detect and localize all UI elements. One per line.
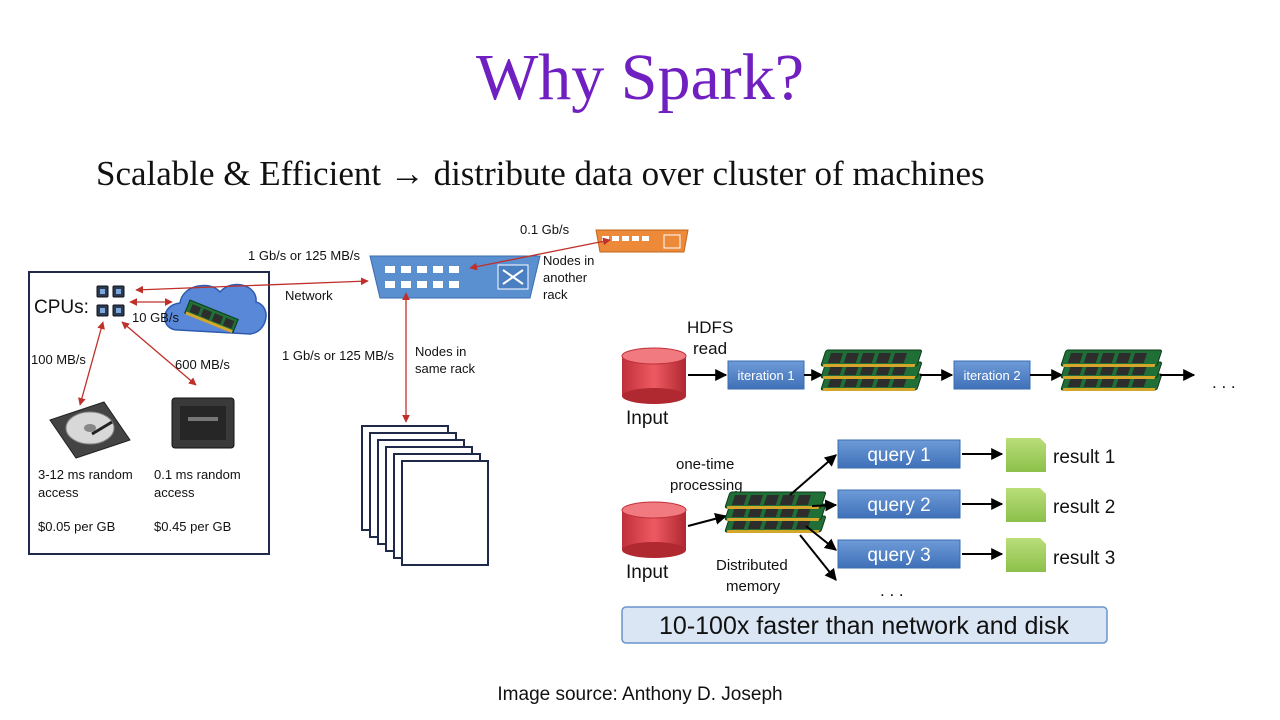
onetime-line1: one-time	[676, 456, 734, 473]
memory-stack-icon	[1060, 350, 1162, 391]
query-dots: . . .	[880, 581, 904, 600]
slide-title: Why Spark?	[475, 41, 805, 114]
ram-bandwidth-label: 10 GB/s	[132, 310, 179, 325]
memory-cloud-icon	[164, 283, 267, 335]
hdfs-line2: read	[693, 339, 727, 358]
hdd-cost: $0.05 per GB	[38, 519, 115, 534]
cpu-ssd-link	[121, 321, 197, 386]
input-label-bottom: Input	[626, 562, 669, 583]
cpus-label: CPUs:	[34, 297, 89, 318]
rack-link-label: 0.1 Gb/s	[520, 222, 570, 237]
other-rack-switch-icon	[595, 229, 689, 253]
hard-disk-icon	[49, 401, 131, 459]
node-box	[28, 271, 270, 555]
node-link-label: 1 Gb/s or 125 MB/s	[248, 248, 360, 263]
ssd-desc-line1: 0.1 ms random	[154, 467, 241, 482]
other-rack-line2: another	[543, 270, 588, 285]
hdd-bandwidth-label: 100 MB/s	[31, 352, 86, 367]
result-3-label: result 3	[1053, 548, 1115, 569]
result-1-icon	[1006, 438, 1046, 472]
ssd-bandwidth-label: 600 MB/s	[175, 357, 230, 372]
input-cylinder-icon	[621, 501, 687, 558]
rack-nodes-stack	[361, 425, 489, 566]
query-2-box: query 2	[867, 495, 930, 516]
input-cylinder-icon	[621, 347, 687, 404]
cpu-chips-icon	[96, 285, 125, 317]
speedup-callout	[621, 606, 1108, 644]
input-label-top: Input	[626, 408, 669, 429]
network-switch-icon	[369, 255, 541, 299]
pipeline-dots: . . .	[1212, 373, 1236, 392]
memory-stack-icon	[724, 492, 826, 533]
iteration-1-box: iteration 1	[737, 368, 794, 383]
query-1-box: query 1	[867, 445, 930, 466]
ssd-icon	[171, 397, 235, 449]
slide-subtitle: Scalable & Efficient → distribute data o…	[96, 154, 985, 193]
ssd-cost: $0.45 per GB	[154, 519, 231, 534]
hdfs-line1: HDFS	[687, 318, 733, 337]
cpu-hdd-link	[78, 321, 105, 406]
rack-rack-link	[469, 237, 611, 271]
same-link-label: 1 Gb/s or 125 MB/s	[282, 348, 394, 363]
result-2-icon	[1006, 488, 1046, 522]
hdd-desc-line1: 3-12 ms random	[38, 467, 133, 482]
node-switch-link	[135, 277, 369, 294]
memory-stack-icon	[820, 350, 922, 391]
distributed-line1: Distributed	[716, 557, 788, 574]
speedup-callout-text: 10-100x faster than network and disk	[659, 612, 1069, 640]
iteration-2-box: iteration 2	[963, 368, 1020, 383]
result-2-label: result 2	[1053, 497, 1115, 518]
result-1-label: result 1	[1053, 447, 1115, 468]
other-rack-line1: Nodes in	[543, 253, 594, 268]
distributed-line2: memory	[726, 578, 781, 595]
same-rack-line2: same rack	[415, 361, 475, 376]
image-source: Image source: Anthony D. Joseph	[497, 684, 783, 705]
network-label: Network	[285, 288, 333, 303]
onetime-line2: processing	[670, 477, 743, 494]
same-rack-line1: Nodes in	[415, 344, 466, 359]
result-3-icon	[1006, 538, 1046, 572]
other-rack-line3: rack	[543, 287, 568, 302]
query-3-box: query 3	[867, 545, 930, 566]
ssd-desc-line2: access	[154, 485, 195, 500]
hdd-desc-line2: access	[38, 485, 79, 500]
